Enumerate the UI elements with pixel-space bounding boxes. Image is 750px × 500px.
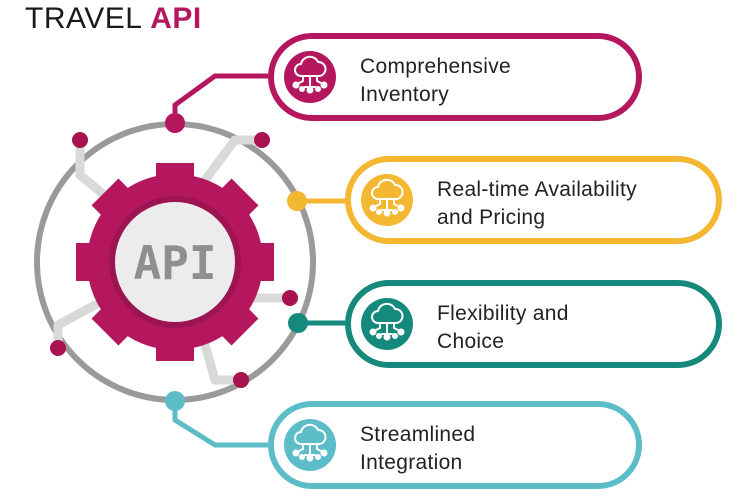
- connector-4: [165, 391, 268, 448]
- feature-label: Real-time Availability and Pricing: [437, 178, 637, 229]
- feature-realtime-availability: Real-time Availability and Pricing: [345, 156, 722, 244]
- cloud-network-icon: [361, 174, 413, 226]
- feature-flexibility-choice: Flexibility and Choice: [345, 280, 722, 368]
- title-accent: API: [150, 2, 202, 35]
- feature-streamlined-integration: Streamlined Integration: [268, 401, 642, 489]
- hub-label: API: [133, 236, 216, 290]
- page-title: TRAVEL API: [25, 2, 202, 36]
- connector-2: [287, 191, 345, 211]
- feature-label: Streamlined Integration: [360, 423, 476, 474]
- feature-label: Comprehensive Inventory: [360, 55, 511, 106]
- feature-comprehensive-inventory: Comprehensive Inventory: [268, 33, 642, 121]
- cloud-network-icon: [361, 298, 413, 350]
- connector-3: [288, 313, 345, 333]
- circuit-nodes: [50, 132, 298, 388]
- connector-1: [165, 73, 268, 133]
- gear-center: [115, 202, 235, 322]
- feature-label: Flexibility and Choice: [437, 302, 569, 353]
- cloud-network-icon: [284, 419, 336, 471]
- circuit-traces: [53, 135, 295, 385]
- title-prefix: TRAVEL: [25, 2, 151, 35]
- cloud-network-icon: [284, 51, 336, 103]
